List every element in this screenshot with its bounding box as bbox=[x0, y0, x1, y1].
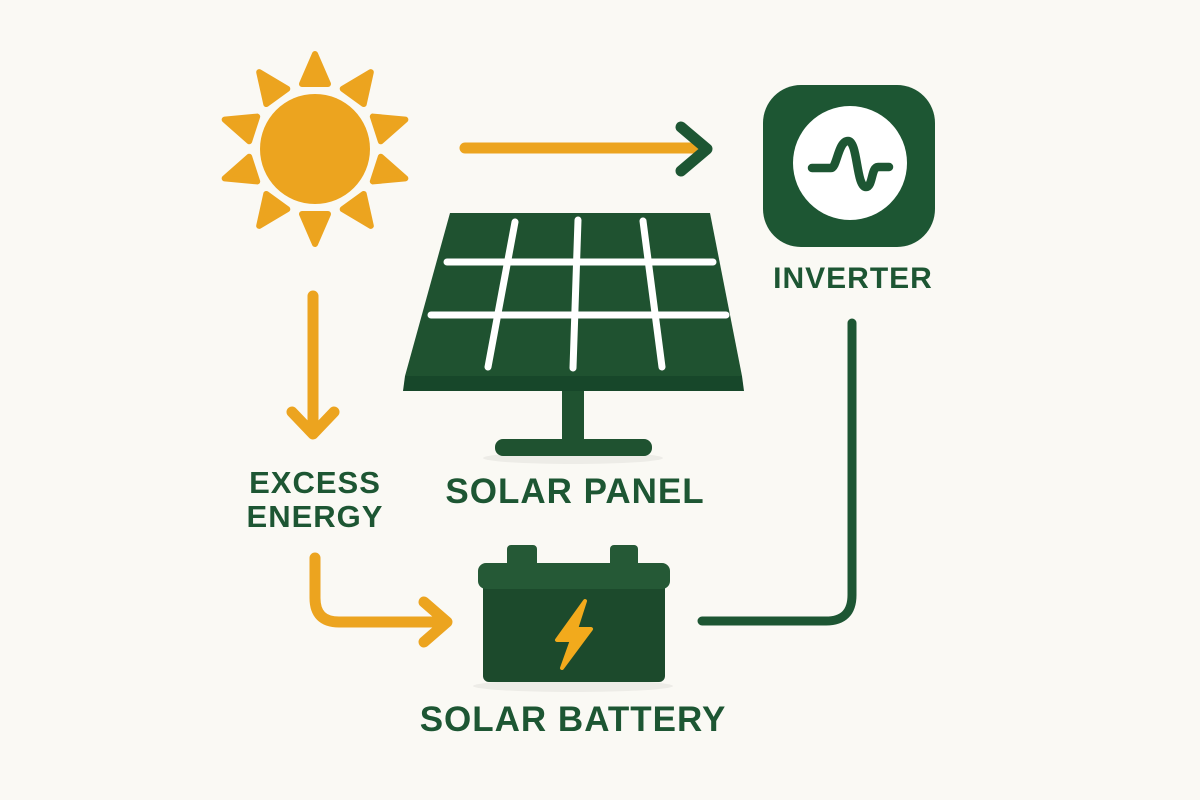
battery-shadow bbox=[473, 680, 673, 692]
inverter-sine-wave-icon bbox=[763, 85, 935, 247]
solar-battery-icon bbox=[473, 545, 673, 692]
arrow-sun-to-excess-energy bbox=[286, 290, 340, 440]
sun-disc bbox=[260, 94, 370, 204]
line-inverter-to-battery bbox=[697, 318, 857, 626]
solar-battery-label: SOLAR BATTERY bbox=[419, 700, 727, 739]
elbow-arrow-shaft bbox=[309, 552, 440, 628]
sine-wave bbox=[807, 136, 894, 192]
arrow-sun-to-inverter bbox=[459, 121, 713, 177]
solar-panel-icon bbox=[403, 213, 744, 464]
panel-stem bbox=[562, 391, 584, 443]
solar-panel-label: SOLAR PANEL bbox=[445, 472, 705, 511]
arrow-head-chevron bbox=[675, 121, 713, 177]
lightning-bolt-icon bbox=[555, 599, 593, 670]
panel-grid-lines bbox=[427, 216, 730, 372]
excess-energy-line2: ENERGY bbox=[246, 499, 384, 534]
battery-lid bbox=[478, 563, 670, 589]
sun-rays bbox=[221, 51, 409, 247]
sun-icon bbox=[221, 51, 409, 247]
inverter-label: INVERTER bbox=[773, 262, 933, 295]
excess-energy-line1: EXCESS bbox=[249, 465, 381, 500]
down-arrow-head bbox=[286, 406, 340, 440]
arrow-excess-to-battery bbox=[309, 552, 453, 648]
excess-energy-label: EXCESS ENERGY bbox=[205, 466, 425, 534]
panel-front-edge bbox=[403, 376, 744, 391]
inverter-circle bbox=[793, 106, 907, 220]
panel-base bbox=[495, 439, 652, 456]
elbow-arrow-head bbox=[418, 596, 453, 648]
